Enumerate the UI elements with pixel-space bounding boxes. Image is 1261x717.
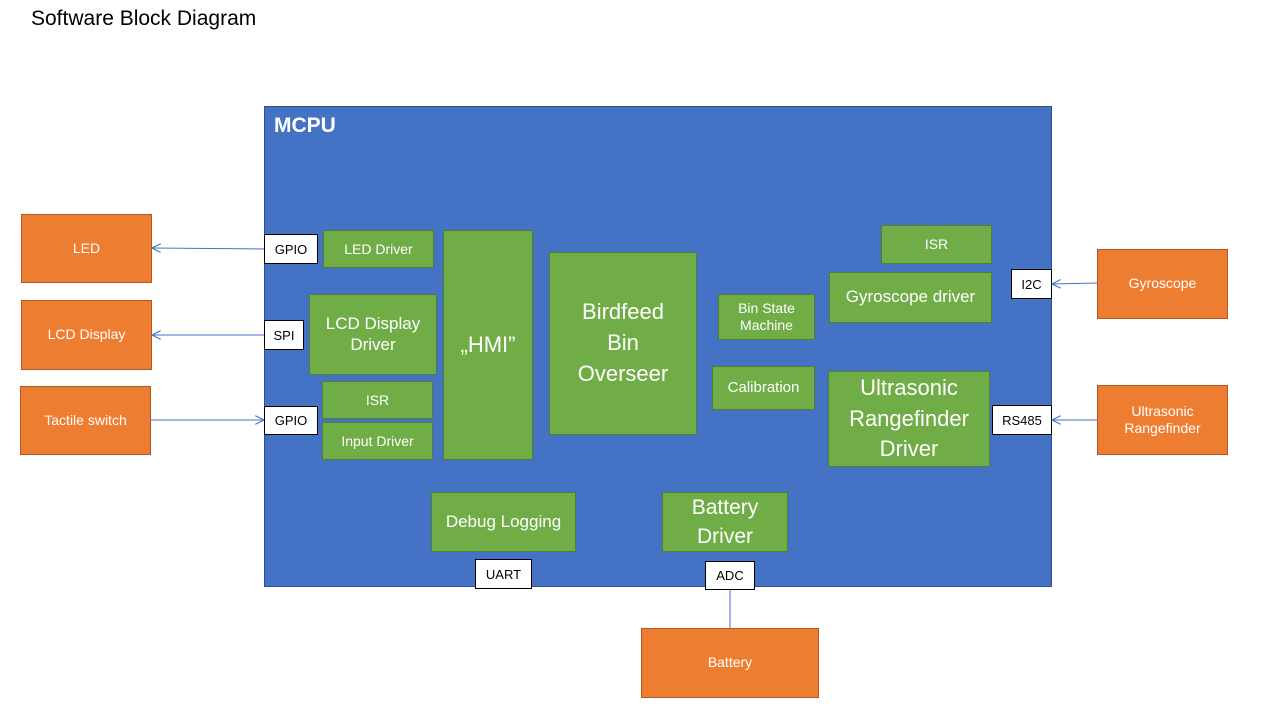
external-battery: Battery [641, 628, 819, 698]
birdfeed-bin-overseer-label: Birdfeed Bin Overseer [577, 299, 669, 386]
calibration-block: Calibration [712, 366, 815, 410]
external-tactile-switch: Tactile switch [20, 386, 151, 455]
external-battery-label: Battery [707, 654, 753, 671]
isr-right-block: ISR [881, 225, 992, 264]
port-gpio-switch: GPIO [264, 406, 318, 435]
port-adc: ADC [705, 561, 755, 590]
port-gpio-led: GPIO [264, 234, 318, 264]
isr-right-label: ISR [924, 236, 949, 253]
port-rs485-label: RS485 [1002, 412, 1042, 428]
isr-left-label: ISR [365, 391, 390, 408]
isr-left-block: ISR [322, 381, 433, 419]
debug-logging-label: Debug Logging [445, 511, 562, 531]
led-driver-block: LED Driver [323, 230, 434, 268]
gyroscope-driver-label: Gyroscope driver [845, 287, 976, 307]
port-adc-label: ADC [716, 568, 744, 583]
lcd-display-driver-label: LCD Display Driver [325, 314, 421, 354]
port-uart: UART [475, 559, 532, 589]
hmi-label: „HMI” [460, 331, 516, 357]
external-ultrasonic-rangefinder: Ultrasonic Rangefinder [1097, 385, 1228, 455]
wire-gpio-to-led [152, 248, 265, 249]
debug-logging-block: Debug Logging [431, 492, 576, 552]
port-uart-label: UART [485, 566, 522, 582]
birdfeed-bin-overseer-block: Birdfeed Bin Overseer [549, 252, 697, 435]
bin-state-machine-block: Bin State Machine [718, 294, 815, 340]
gyroscope-driver-block: Gyroscope driver [829, 272, 992, 323]
hmi-block: „HMI” [443, 230, 533, 460]
ultrasonic-rangefinder-driver-block: Ultrasonic Rangefinder Driver [828, 371, 990, 467]
port-i2c: I2C [1011, 269, 1052, 299]
input-driver-block: Input Driver [322, 422, 433, 460]
port-spi: SPI [264, 320, 304, 350]
port-gpio-switch-label: GPIO [274, 413, 308, 428]
external-gyroscope-label: Gyroscope [1128, 275, 1197, 292]
diagram-title: Software Block Diagram [31, 7, 257, 30]
led-driver-label: LED Driver [344, 240, 413, 257]
external-led: LED [21, 214, 152, 283]
ultrasonic-rangefinder-driver-label: Ultrasonic Rangefinder Driver [849, 374, 969, 462]
wire-gyroscope-to-i2c [1052, 283, 1098, 284]
battery-driver-block: Battery Driver [662, 492, 788, 552]
external-tactile-switch-label: Tactile switch [44, 411, 127, 428]
external-led-label: LED [72, 239, 101, 256]
input-driver-label: Input Driver [341, 432, 414, 449]
port-rs485: RS485 [992, 405, 1052, 435]
external-ultrasonic-rangefinder-label: Ultrasonic Rangefinder [1124, 402, 1201, 437]
port-gpio-led-label: GPIO [274, 241, 308, 257]
bin-state-machine-label: Bin State Machine [738, 300, 795, 333]
external-lcd-display: LCD Display [21, 300, 152, 370]
port-spi-label: SPI [273, 327, 295, 343]
mcpu-label: MCPU [274, 114, 336, 137]
lcd-display-driver-block: LCD Display Driver [309, 294, 437, 375]
external-gyroscope: Gyroscope [1097, 249, 1228, 319]
external-lcd-display-label: LCD Display [47, 326, 126, 343]
battery-driver-label: Battery Driver [691, 495, 759, 548]
calibration-label: Calibration [727, 379, 800, 396]
port-i2c-label: I2C [1021, 276, 1042, 292]
